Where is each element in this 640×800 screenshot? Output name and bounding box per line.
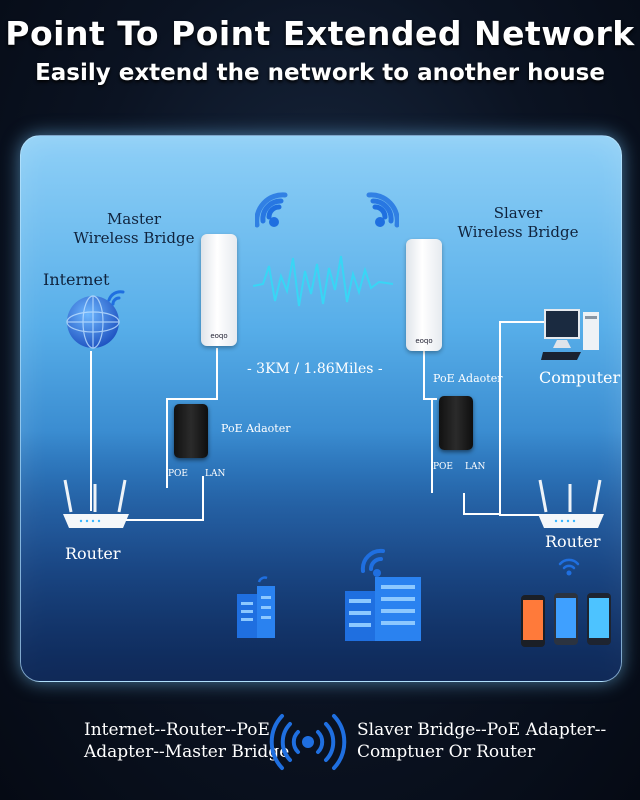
line-internet-router: [90, 351, 92, 511]
line-poe-left-down: [166, 398, 168, 488]
poe-port-left: POE: [168, 469, 189, 479]
footer-left-line2: Adapter--Master Bridge: [84, 742, 290, 762]
line-lan-right-join: [463, 513, 501, 515]
brand-mark-right: eoqo: [415, 337, 433, 345]
signal-waveform: [253, 255, 393, 307]
line-lan-right-h: [463, 493, 465, 513]
wifi-icon-small: [558, 558, 580, 576]
wifi-icon-left: [255, 192, 288, 228]
globe-icon: [66, 290, 125, 349]
building-left: [237, 576, 275, 638]
poe-adapter-right-label: PoE Adaoter: [433, 372, 503, 385]
page-subtitle: Easily extend the network to another hou…: [35, 60, 605, 86]
poe-adapter-left: [174, 404, 208, 458]
master-bridge-device: eoqo: [201, 234, 237, 346]
line-bridge-right-down: [423, 348, 425, 398]
line-poe-left-top: [166, 398, 216, 400]
line-to-router-right-h: [499, 514, 547, 516]
poe-adapter-left-label: PoE Adaoter: [221, 422, 291, 435]
footer-left-line1: Internet--Router--PoE: [84, 720, 270, 740]
footer-right-line1: Slaver Bridge--PoE Adapter--: [357, 720, 607, 740]
poe-port-right: POE: [433, 462, 454, 472]
distance-label: - 3KM / 1.86Miles -: [247, 361, 383, 377]
footer-right-line2: Comptuer Or Router: [357, 742, 536, 762]
phones-group: [521, 593, 611, 647]
master-bridge-label: Master Wireless Bridge: [69, 210, 199, 248]
slaver-bridge-label: Slaver Wireless Bridge: [453, 204, 583, 242]
slaver-label-line2: Wireless Bridge: [457, 223, 579, 241]
router-left-label: Router: [65, 544, 121, 563]
footer-right-text: Slaver Bridge--PoE Adapter-- Comptuer Or…: [357, 719, 606, 763]
brand-mark-left: eoqo: [210, 332, 228, 340]
broadcast-icon: [269, 714, 347, 770]
line-poe-right-top: [423, 398, 437, 400]
footer-left-text: Internet--Router--PoE Adapter--Master Br…: [84, 719, 289, 763]
router-left-device: [63, 479, 129, 528]
router-right-device: [538, 479, 604, 528]
wifi-icon-right: [366, 192, 399, 228]
slaver-bridge-device: eoqo: [406, 239, 442, 351]
computer-device: [541, 309, 599, 360]
poe-adapter-right: [439, 396, 473, 450]
building-right: [345, 548, 421, 641]
diagram-panel: Master Wireless Bridge Slaver Wireless B…: [20, 135, 622, 682]
line-lan-left-h: [126, 519, 204, 521]
internet-label: Internet: [43, 270, 110, 289]
line-lan-left: [202, 476, 204, 521]
lan-port-right: LAN: [465, 462, 486, 472]
router-right-label: Router: [545, 532, 601, 551]
slaver-label-line1: Slaver: [493, 204, 543, 222]
master-label-line1: Master: [106, 210, 162, 228]
line-bridge-left-down: [216, 348, 218, 400]
computer-label: Computer: [539, 368, 621, 387]
lan-port-left: LAN: [205, 469, 226, 479]
line-to-computer-h: [499, 321, 547, 323]
line-to-computer-v: [499, 321, 501, 516]
line-poe-right-down: [431, 398, 433, 493]
master-label-line2: Wireless Bridge: [73, 229, 195, 247]
page-title: Point To Point Extended Network: [5, 14, 635, 53]
